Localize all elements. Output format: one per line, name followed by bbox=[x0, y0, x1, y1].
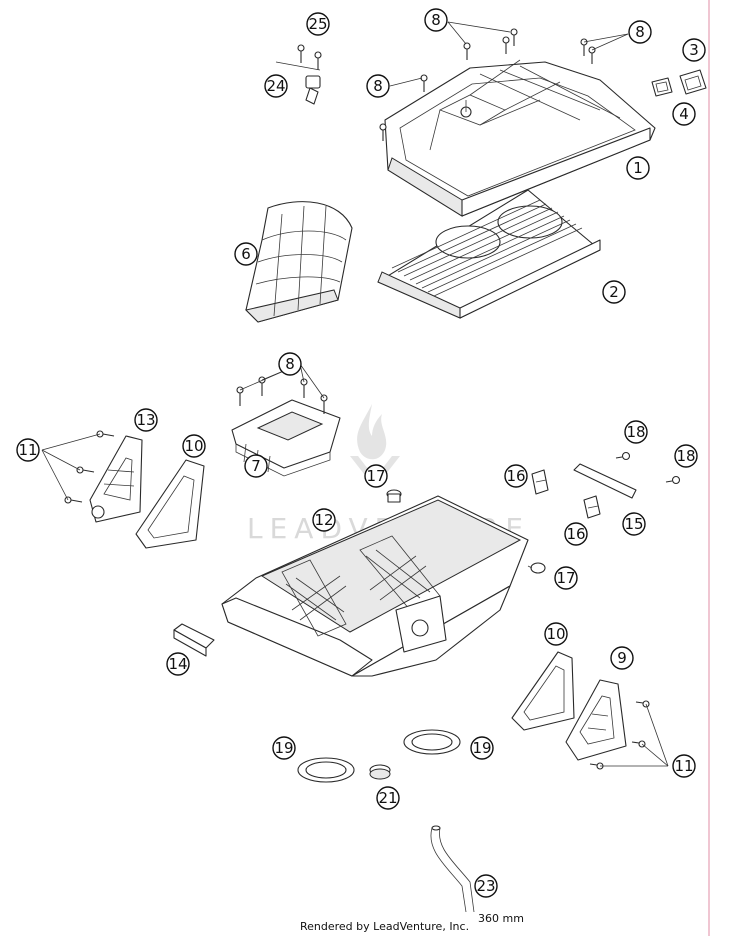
svg-text:3: 3 bbox=[689, 41, 699, 59]
part-14-connector bbox=[173, 623, 215, 657]
part-24-sensor bbox=[305, 75, 321, 105]
part-7-intake-flange bbox=[231, 399, 341, 477]
part-16-clip-lower bbox=[583, 495, 601, 519]
watermark-chevron-icon bbox=[350, 456, 400, 488]
part-18-screws bbox=[615, 451, 681, 485]
callout-19-right: 19 bbox=[470, 736, 494, 760]
part-17-grommet-lower bbox=[527, 562, 546, 574]
callout-16-lower: 16 bbox=[564, 522, 588, 546]
svg-text:8: 8 bbox=[431, 11, 441, 29]
svg-text:19: 19 bbox=[472, 739, 491, 757]
callout-10-left: 10 bbox=[182, 434, 206, 458]
part-15-strap bbox=[573, 463, 637, 499]
svg-text:8: 8 bbox=[285, 355, 295, 373]
svg-text:10: 10 bbox=[546, 625, 565, 643]
svg-text:7: 7 bbox=[251, 457, 261, 475]
part-3-cover bbox=[679, 69, 707, 95]
part-8-lid-screws bbox=[379, 28, 596, 141]
callout-12: 12 bbox=[312, 508, 336, 532]
svg-text:9: 9 bbox=[617, 649, 627, 667]
part-25-screws bbox=[297, 44, 322, 70]
callout-4: 4 bbox=[672, 102, 696, 126]
svg-text:16: 16 bbox=[506, 467, 525, 485]
svg-text:18: 18 bbox=[626, 423, 645, 441]
callout-19-left: 19 bbox=[272, 736, 296, 760]
callout-7: 7 bbox=[244, 454, 268, 478]
callout-18-right: 18 bbox=[674, 444, 698, 468]
svg-text:11: 11 bbox=[674, 757, 693, 775]
callout-2: 2 bbox=[602, 280, 626, 304]
callout-6: 6 bbox=[234, 242, 258, 266]
callout-10-right: 10 bbox=[544, 622, 568, 646]
callout-18-upper: 18 bbox=[624, 420, 648, 444]
callout-15: 15 bbox=[622, 512, 646, 536]
svg-text:24: 24 bbox=[266, 77, 285, 95]
svg-text:25: 25 bbox=[308, 15, 327, 33]
part-10-gasket-right bbox=[511, 651, 575, 731]
callout-24: 24 bbox=[264, 74, 288, 98]
svg-text:2: 2 bbox=[609, 283, 619, 301]
watermark-flame-icon bbox=[357, 404, 387, 460]
callout-8-lid-left: 8 bbox=[366, 74, 390, 98]
callout-17-upper: 17 bbox=[364, 464, 388, 488]
svg-text:8: 8 bbox=[635, 23, 645, 41]
svg-text:15: 15 bbox=[624, 515, 643, 533]
svg-text:10: 10 bbox=[184, 437, 203, 455]
part-16-clip-upper bbox=[531, 469, 549, 495]
callout-11-right: 11 bbox=[672, 754, 696, 778]
svg-text:17: 17 bbox=[366, 467, 385, 485]
callout-3: 3 bbox=[682, 38, 706, 62]
svg-text:1: 1 bbox=[633, 159, 643, 177]
part-13-bracket-left bbox=[89, 435, 143, 523]
callout-21: 21 bbox=[376, 786, 400, 810]
part-12-airbox-housing bbox=[221, 495, 529, 677]
part-9-bracket-right bbox=[565, 679, 627, 761]
callout-14: 14 bbox=[166, 652, 190, 676]
part-1-airbox-lid bbox=[384, 59, 656, 217]
part-6-intake-boot bbox=[245, 201, 353, 323]
svg-text:6: 6 bbox=[241, 245, 251, 263]
part-2-air-filter bbox=[377, 189, 601, 319]
svg-text:14: 14 bbox=[168, 655, 187, 673]
svg-text:21: 21 bbox=[378, 789, 397, 807]
callout-17-lower: 17 bbox=[554, 566, 578, 590]
svg-text:17: 17 bbox=[556, 569, 575, 587]
svg-text:19: 19 bbox=[274, 739, 293, 757]
svg-text:16: 16 bbox=[566, 525, 585, 543]
svg-text:11: 11 bbox=[18, 441, 37, 459]
part-23-hose bbox=[430, 825, 475, 913]
svg-text:8: 8 bbox=[373, 77, 383, 95]
callout-16-upper: 16 bbox=[504, 464, 528, 488]
part-10-gasket-left bbox=[135, 459, 205, 549]
part-19-ring-right bbox=[403, 729, 461, 755]
svg-text:23: 23 bbox=[476, 877, 495, 895]
rendered-by-caption: Rendered by LeadVenture, Inc. bbox=[300, 920, 469, 933]
callout-23: 23 bbox=[474, 874, 498, 898]
part-19-ring-left bbox=[297, 757, 355, 783]
part-4-seal bbox=[651, 77, 673, 97]
callout-8-flange: 8 bbox=[278, 352, 302, 376]
callout-11-left: 11 bbox=[16, 438, 40, 462]
part-11-screws-left bbox=[64, 430, 115, 504]
svg-text:13: 13 bbox=[136, 411, 155, 429]
svg-text:18: 18 bbox=[676, 447, 695, 465]
callout-9: 9 bbox=[610, 646, 634, 670]
hose-length-label: 360 mm bbox=[478, 912, 524, 925]
callout-8-top-left: 8 bbox=[424, 8, 448, 32]
part-17-grommet-upper bbox=[386, 489, 402, 503]
part-21-grommet bbox=[369, 764, 391, 780]
svg-text:4: 4 bbox=[679, 105, 689, 123]
callout-8-top-right: 8 bbox=[628, 20, 652, 44]
callout-25: 25 bbox=[306, 12, 330, 36]
svg-text:12: 12 bbox=[314, 511, 333, 529]
callout-1: 1 bbox=[626, 156, 650, 180]
callout-13: 13 bbox=[134, 408, 158, 432]
